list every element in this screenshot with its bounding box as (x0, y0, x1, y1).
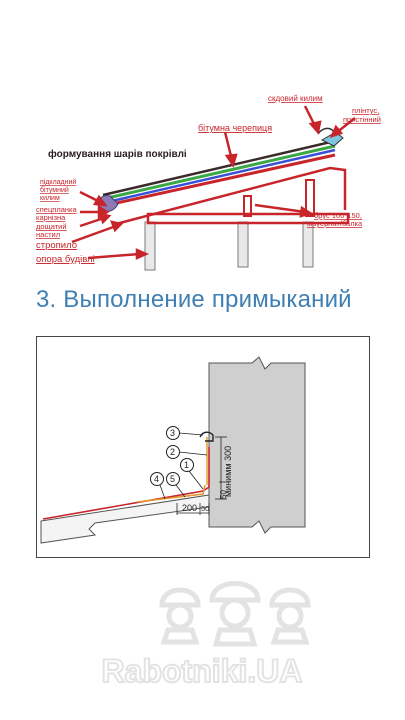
label-eaves-2: карнізна (36, 213, 66, 222)
label-layer-forming: формування шарів покрівлі (48, 148, 187, 160)
label-timber-beam-2: мауерлат/балка (307, 219, 363, 228)
support-post (144, 221, 156, 271)
callout-5: 5 (166, 472, 186, 498)
roof-tile-line (102, 144, 336, 201)
label-underlay-1: підкладний (40, 178, 76, 186)
dim-50-horizontal: 50 (201, 504, 209, 513)
membrane-red (42, 447, 210, 520)
callout-2: 2 (166, 445, 208, 459)
roof-deck-line (102, 153, 336, 208)
membrane-orange (136, 484, 206, 503)
section-title: 3. Выполнение примыканий (36, 286, 352, 313)
roof-underlay-line (102, 148, 336, 205)
label-timber-beam-1: брус 100*150, (314, 211, 362, 220)
label-plinth-attached-2: пристінний (343, 115, 381, 124)
label-waterproofing-carpet: скдовий килим (268, 94, 323, 103)
vertical-stud (305, 179, 315, 217)
dimension-lines (176, 436, 229, 515)
label-bitumen-tile: бітумна черепиця (198, 123, 272, 133)
workers-helmet-icon (159, 581, 311, 647)
callout-3: 3 (166, 426, 204, 440)
plinth-piece (317, 127, 335, 135)
junction-detail-drawing: минимм 300 50 200 50 3 2 1 4 5 (40, 356, 306, 544)
svg-text:4: 4 (154, 474, 159, 484)
roof-slab (40, 494, 210, 544)
dim-200: 200 (182, 503, 197, 513)
vertical-stud (243, 195, 252, 217)
svg-text:5: 5 (170, 474, 175, 484)
label-building-support: опора будівлі (36, 254, 95, 265)
junction-detail-frame: минимм 300 50 200 50 3 2 1 4 5 (36, 336, 370, 558)
svg-text:3: 3 (170, 428, 175, 438)
rafter-line (111, 166, 347, 227)
label-plinth-attached-1: плінтус, (352, 106, 379, 115)
svg-text:1: 1 (184, 460, 189, 470)
annotation-arrows (71, 105, 356, 260)
callout-1: 1 (180, 458, 204, 490)
wall (208, 356, 306, 534)
support-post (302, 221, 314, 268)
callout-4: 4 (150, 472, 166, 500)
roof-layer-diagram: скдовий килим плінтус, пристінний бітумн… (36, 94, 381, 271)
dim-50-vertical: 50 (219, 490, 228, 499)
svg-text:2: 2 (170, 447, 175, 457)
dim-min-height: минимм 300 (223, 446, 233, 497)
label-rafter: стропило (36, 240, 77, 251)
label-deck-2: настил (36, 230, 60, 239)
label-deck-1: дощатий (36, 222, 67, 231)
label-underlay-3: килим (40, 195, 60, 202)
horizontal-beam (146, 212, 350, 225)
support-post (237, 221, 249, 268)
label-underlay-2: бітумний (40, 186, 69, 194)
watermark-brand: Rabotniki.UA (102, 653, 303, 689)
label-eaves-1: спецпланка (36, 205, 77, 214)
watermark: Rabotniki.UA (101, 581, 311, 690)
roof-top-line (102, 139, 336, 197)
